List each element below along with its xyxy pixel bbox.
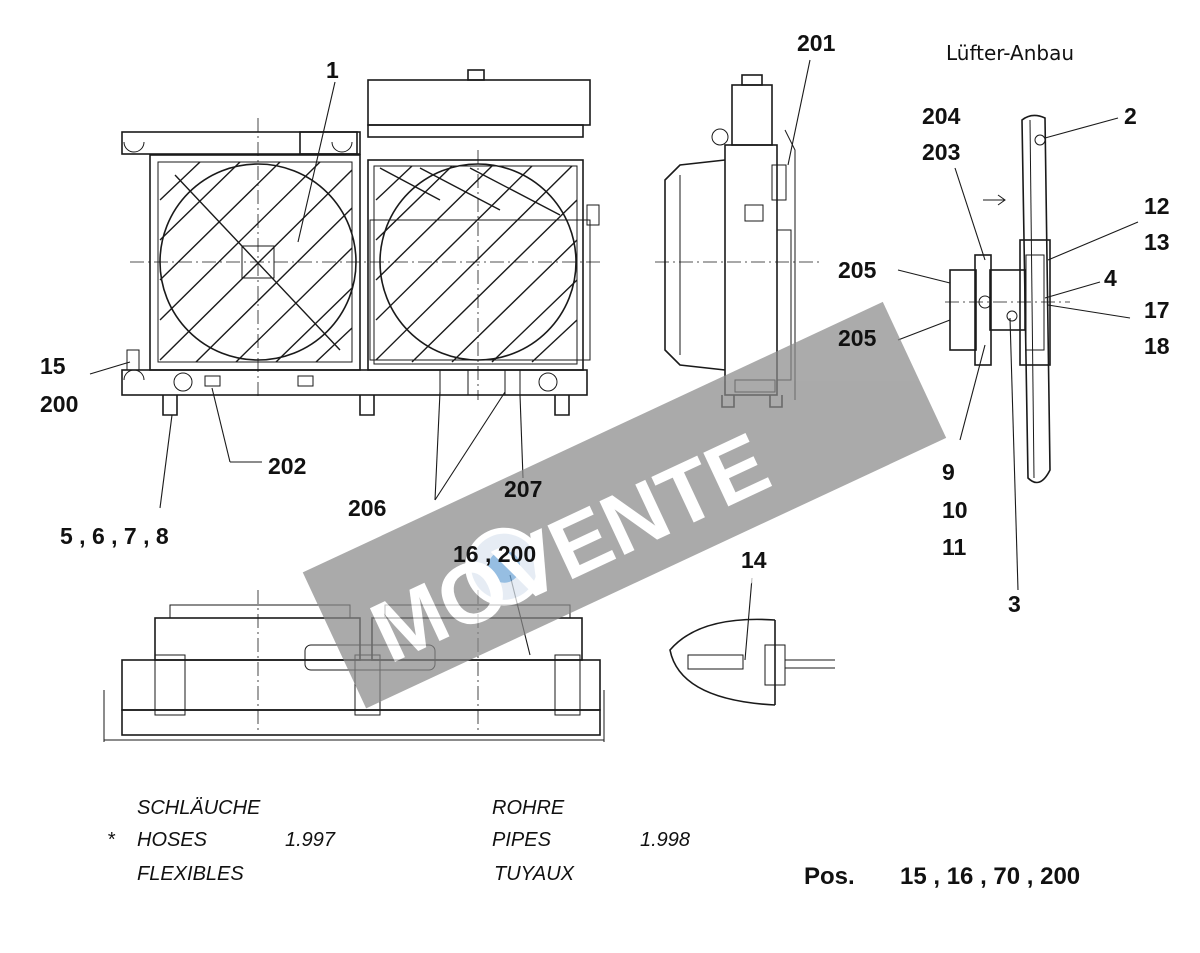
callout-2: 2: [1124, 103, 1137, 129]
callout-15: 15: [40, 353, 66, 379]
callout-205-lower: 205: [838, 325, 877, 351]
callout-4: 4: [1104, 265, 1117, 291]
notes: SCHLÄUCHE * HOSES 1.997 FLEXIBLES ROHRE …: [107, 797, 690, 885]
callout-207: 207: [504, 476, 542, 502]
positions: Pos. 15 , 16 , 70 , 200: [804, 863, 1080, 890]
callout-16-200: 16 , 200: [453, 541, 536, 567]
callout-12: 12: [1144, 193, 1170, 219]
pipes-label-de: ROHRE: [492, 797, 565, 819]
drawing-title: Lüfter-Anbau: [946, 41, 1074, 65]
callout-202: 202: [268, 453, 306, 479]
hoses-label-en: HOSES: [137, 829, 208, 851]
callout-18: 18: [1144, 333, 1170, 359]
positions-list: 15 , 16 , 70 , 200: [900, 863, 1080, 890]
hoses-label-fr: FLEXIBLES: [137, 863, 244, 885]
callout-10: 10: [942, 497, 968, 523]
callout-206: 206: [348, 495, 386, 521]
hoses-value: 1.997: [285, 829, 336, 851]
pipes-label-en: PIPES: [492, 829, 552, 851]
callout-14: 14: [741, 547, 767, 573]
fan-mount-detail: [945, 114, 1070, 484]
pipes-value: 1.998: [640, 829, 690, 851]
hatch-right: [375, 165, 578, 363]
callout-205-upper: 205: [838, 257, 877, 283]
callout-1: 1: [326, 57, 339, 83]
hatch-left: [159, 161, 353, 363]
positions-label: Pos.: [804, 863, 855, 890]
callout-5-8: 5 , 6 , 7 , 8: [60, 523, 169, 549]
callouts: 1 201 2 204 203 12 13 4 17 18 205 205 9 …: [40, 30, 1170, 617]
hoses-label-de: SCHLÄUCHE: [137, 797, 261, 819]
callout-201: 201: [797, 30, 836, 56]
asterisk-marker: *: [107, 829, 116, 851]
front-view: [121, 69, 600, 416]
callout-11: 11: [942, 534, 967, 560]
pipes-label-fr: TUYAUX: [494, 863, 575, 885]
callout-204: 204: [922, 103, 961, 129]
callout-203: 203: [922, 139, 960, 165]
watermark: MOVENTE movente.ru: [302, 301, 947, 709]
callout-13: 13: [1144, 229, 1170, 255]
callout-9: 9: [942, 459, 955, 485]
detail-14: [669, 618, 835, 706]
callout-17: 17: [1144, 297, 1170, 323]
callout-200: 200: [40, 391, 78, 417]
callout-3: 3: [1008, 591, 1021, 617]
